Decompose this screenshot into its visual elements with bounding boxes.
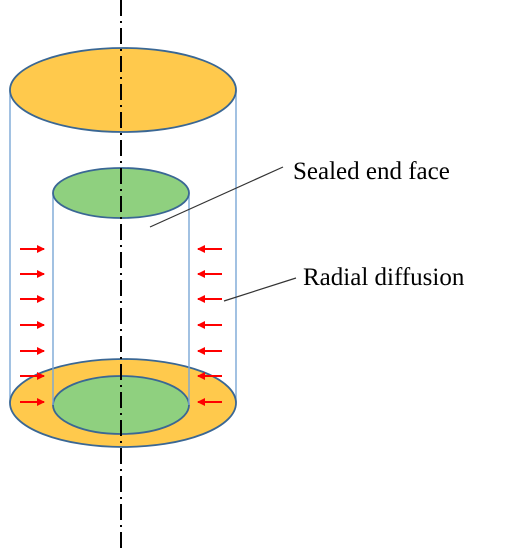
radial-diffusion-leader [223, 277, 297, 302]
sealed-end-face-label: Sealed end face [293, 158, 450, 185]
top-outer-ellipse [9, 47, 237, 133]
sealed-end-face-leader [149, 166, 284, 228]
radial-diffusion-label: Radial diffusion [303, 264, 465, 291]
left-diffusion-arrows [20, 245, 45, 406]
right-diffusion-arrows [197, 245, 222, 406]
